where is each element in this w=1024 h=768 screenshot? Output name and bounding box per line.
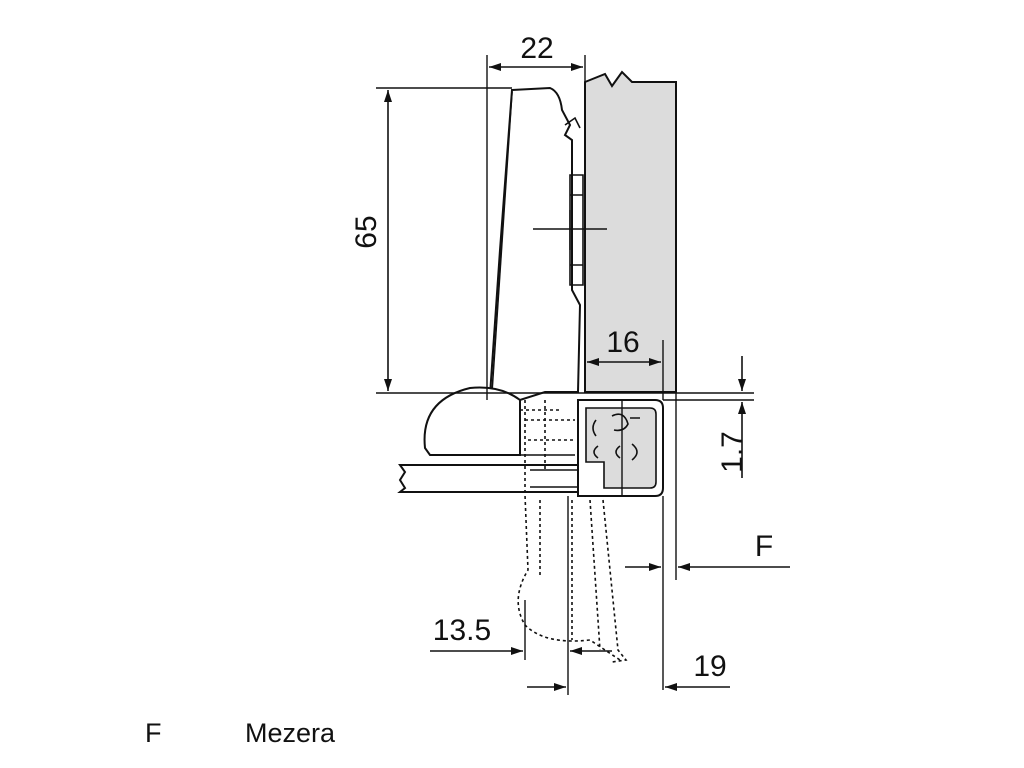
hinge-arm — [488, 86, 582, 402]
dim-16-label: 16 — [606, 326, 639, 359]
dim-F-label: F — [755, 530, 773, 563]
dim-65-label: 65 — [350, 215, 383, 248]
frame-profile-channels — [592, 413, 640, 461]
hinge-arm-inner-edge — [491, 91, 513, 393]
hinge-cup-boss — [423, 386, 521, 456]
hinge-mount-detail — [564, 116, 584, 286]
legend-key: F — [145, 718, 162, 748]
dim-13.5-label: 13.5 — [433, 614, 491, 647]
frame-profile-inner — [585, 407, 657, 489]
dim-22-label: 22 — [520, 32, 553, 65]
dim-1.7-label: 1.7 — [716, 431, 749, 473]
hidden-arm-outline — [520, 409, 575, 441]
hidden-door-edge — [539, 400, 628, 663]
door-panel — [397, 464, 597, 493]
legend-label: Mezera — [245, 718, 336, 748]
dim-19-label: 19 — [693, 650, 726, 683]
cabinet-side-panel — [584, 70, 677, 393]
